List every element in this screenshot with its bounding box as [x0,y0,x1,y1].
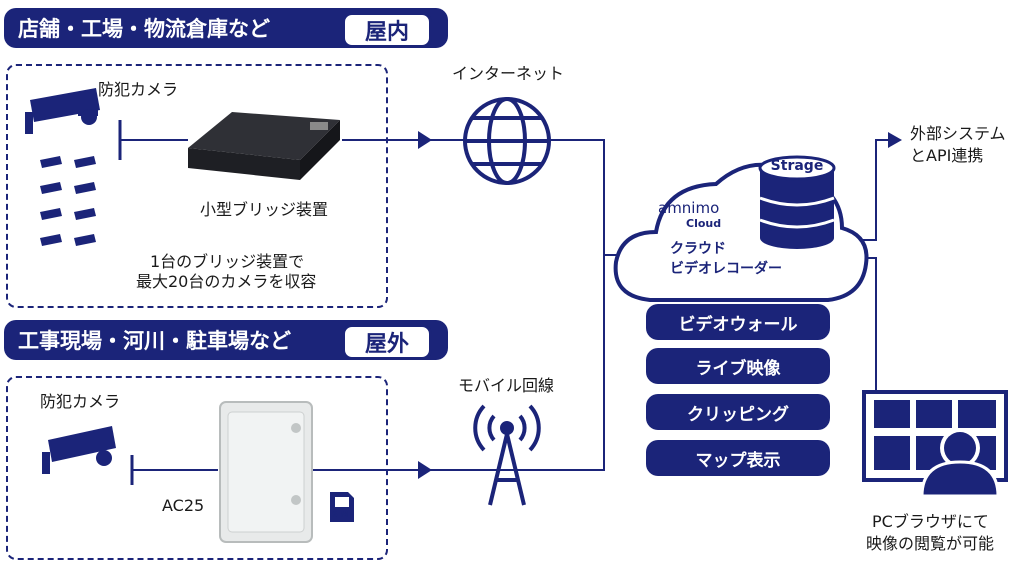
outdoor-connection-line [132,256,605,471]
recorder-label-line1: クラウド [670,241,726,257]
globe-icon [463,97,551,185]
arrow-external [888,132,902,148]
antenna-icon [473,404,541,506]
external-label-line1: 外部システム [910,124,1006,143]
outdoor-banner-text: 工事現場・河川・駐車場など [18,329,291,353]
bridge-label: 小型ブリッジ装置 [200,200,329,219]
cloud-brand: amnimo [658,199,720,217]
external-label-line2: とAPI連携 [910,146,984,165]
viewer-label-line2: 映像の閲覧が可能 [866,534,995,553]
bridge-note-line1: 1台のブリッジ装置で [150,252,305,271]
indoor-banner-text: 店舗・工場・物流倉庫など [18,17,270,41]
indoor-area [6,64,388,308]
feature-clipping: クリッピング [646,394,830,430]
mobile-label: モバイル回線 [458,376,555,395]
ac25-device-image [219,401,313,543]
viewer-label-line1: PCブラウザにて [872,512,989,531]
feature-video-wall: ビデオウォール [646,304,830,340]
arrow-mobile [418,461,432,479]
storage-label: Strage [770,158,824,174]
sim-label: SIM [332,510,349,519]
outdoor-camera-icon [42,426,116,474]
indoor-camera-icon [25,88,100,134]
database-icon [758,155,836,249]
feature-live-video: ライブ映像 [646,348,830,384]
arrow-internet [418,131,432,149]
camera-group-icon [40,156,96,246]
ac25-label: AC25 [162,496,205,515]
recorder-label-line2: ビデオレコーダー [670,261,782,277]
monitor-icon [862,390,1008,498]
external-connection-line [856,139,890,241]
indoor-camera-label: 防犯カメラ [98,80,179,99]
feature-map-view: マップ表示 [646,440,830,476]
indoor-tag: 屋内 [342,12,432,48]
outdoor-camera-label: 防犯カメラ [40,392,121,411]
sim-card-icon [330,492,354,522]
outdoor-area [6,376,388,560]
outdoor-tag: 屋外 [342,324,432,360]
bridge-note-line2: 最大20台のカメラを収容 [136,272,317,291]
cloud-brand-sub: Cloud [686,217,722,230]
internet-label: インターネット [452,64,565,83]
bridge-device-image [188,112,340,180]
